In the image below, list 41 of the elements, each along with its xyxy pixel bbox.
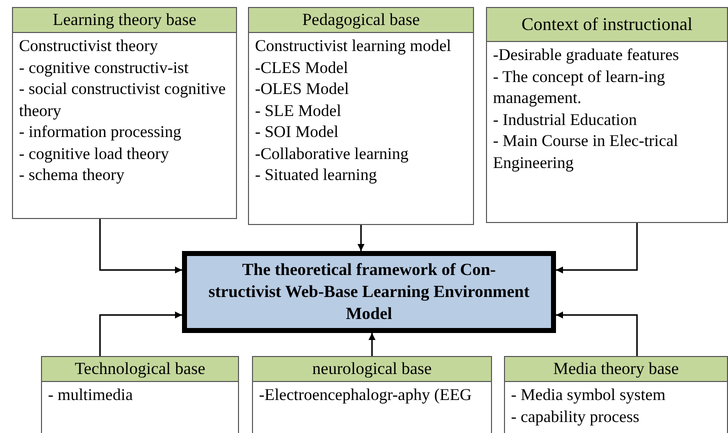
- arrow: [99, 312, 182, 356]
- list-item: -Collaborative learning: [255, 142, 410, 164]
- list-item: - The concept of learn-ing management.: [493, 66, 666, 108]
- card-heading: Technological base: [42, 357, 238, 382]
- theory-card: [248, 7, 474, 225]
- theory-card: [486, 7, 728, 223]
- arrow: [556, 223, 638, 274]
- theory-card: [41, 356, 239, 433]
- theory-card: [12, 7, 237, 219]
- list-item: - Media symbol system: [511, 384, 666, 406]
- card-heading: Learning theory base: [13, 8, 236, 33]
- arrow: [556, 312, 638, 356]
- list-item: - cognitive constructiv-ist: [19, 56, 190, 78]
- list-item: - schema theory: [19, 164, 126, 186]
- list-item: - SOI Model: [255, 121, 340, 142]
- framework-box: [182, 251, 556, 333]
- arrow: [358, 225, 364, 251]
- list-item: -CLES Model: [255, 56, 350, 78]
- list-item: - Industrial Education: [493, 108, 638, 130]
- card-heading: Pedagogical base: [249, 8, 473, 33]
- list-item: - cognitive load theory: [19, 142, 170, 164]
- list-item: - multimedia: [48, 384, 134, 406]
- list-item: - social constructivist cognitive theory: [19, 78, 227, 121]
- list-item: - capability process: [511, 406, 640, 427]
- list-item: Constructivist theory: [19, 35, 159, 56]
- card-heading: Media theory base: [505, 357, 727, 382]
- list-item: -OLES Model: [255, 78, 350, 100]
- theory-card: [252, 356, 492, 433]
- list-item: - Situated learning: [255, 164, 378, 186]
- list-item: -Electroencephalogr-aphy (EEG: [259, 384, 473, 406]
- framework-title: The theoretical framework of Con-structivist Web-Base Learning Environment Model: [208, 259, 530, 325]
- arrow: [368, 333, 376, 356]
- list-item: - SLE Model: [255, 100, 342, 121]
- theory-card: [504, 356, 728, 433]
- list-item: Constructivist learning model: [255, 35, 452, 56]
- list-item: -Desirable graduate features: [493, 44, 680, 66]
- arrow: [99, 219, 182, 274]
- card-heading: Context of instructional: [487, 8, 727, 42]
- card-heading: neurological base: [253, 357, 491, 382]
- list-item: - information processing: [19, 121, 182, 142]
- list-item: - Main Course in Elec-trical Engineering: [493, 130, 680, 173]
